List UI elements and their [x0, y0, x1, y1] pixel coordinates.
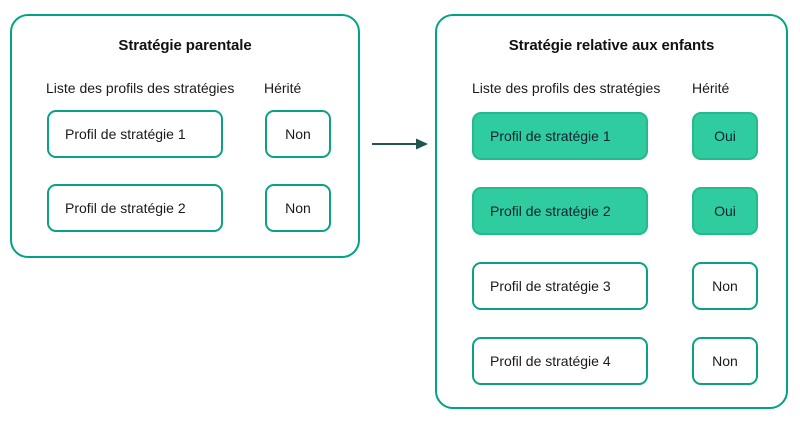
child-panel-title: Stratégie relative aux enfants	[508, 37, 715, 54]
child-column-header-inherited: Hérité	[692, 80, 730, 96]
parent-column-header-profiles: Liste des profils des stratégies	[46, 80, 235, 96]
parent-column-header-inherited: Hérité	[264, 80, 302, 96]
parent-profile-box-1[interactable]: Profil de stratégie 1	[47, 110, 223, 158]
child-inherited-box-2[interactable]: Oui	[692, 187, 758, 235]
child-column-header-profiles: Liste des profils des stratégies	[472, 80, 661, 96]
table-row: Profil de stratégie 1 Oui	[437, 112, 786, 160]
table-row: Profil de stratégie 2 Oui	[437, 187, 786, 235]
child-profile-box-2[interactable]: Profil de stratégie 2	[472, 187, 648, 235]
table-row: Profil de stratégie 4 Non	[437, 337, 786, 385]
parent-profile-box-2[interactable]: Profil de stratégie 2	[47, 184, 223, 232]
parent-inherited-box-2[interactable]: Non	[265, 184, 331, 232]
child-inherited-box-1[interactable]: Oui	[692, 112, 758, 160]
child-profile-box-3[interactable]: Profil de stratégie 3	[472, 262, 648, 310]
child-inherited-box-4[interactable]: Non	[692, 337, 758, 385]
arrow-right-icon	[372, 136, 428, 152]
parent-strategy-panel: Stratégie parentale Liste des profils de…	[10, 14, 360, 258]
child-inherited-box-3[interactable]: Non	[692, 262, 758, 310]
child-strategy-panel: Stratégie relative aux enfants Liste des…	[435, 14, 788, 409]
table-row: Profil de stratégie 1 Non	[12, 110, 358, 158]
parent-inherited-box-1[interactable]: Non	[265, 110, 331, 158]
table-row: Profil de stratégie 2 Non	[12, 184, 358, 232]
child-profile-box-1[interactable]: Profil de stratégie 1	[472, 112, 648, 160]
table-row: Profil de stratégie 3 Non	[437, 262, 786, 310]
parent-panel-title: Stratégie parentale	[118, 37, 252, 54]
child-profile-box-4[interactable]: Profil de stratégie 4	[472, 337, 648, 385]
